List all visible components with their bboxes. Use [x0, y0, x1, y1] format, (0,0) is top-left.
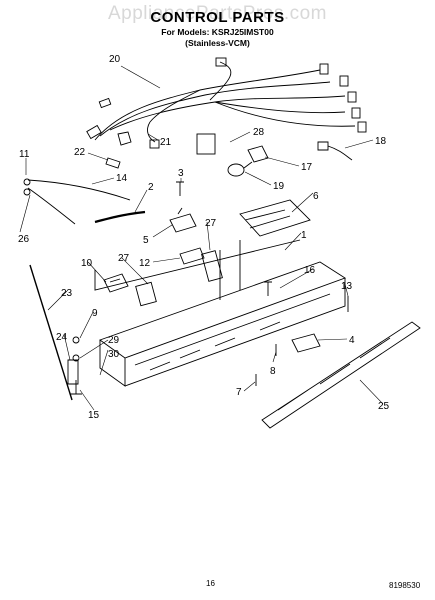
document-number: 8198530	[389, 581, 421, 590]
callout-3: 3	[178, 168, 184, 179]
callout-7: 7	[236, 387, 242, 398]
page-title: CONTROL PARTS	[150, 9, 285, 26]
part-29-drawing	[72, 354, 80, 362]
callout-29: 29	[108, 335, 120, 346]
part-3-drawing	[176, 181, 184, 196]
part-22-drawing	[105, 157, 121, 169]
callout-25: 25	[378, 401, 390, 412]
callout-28: 28	[253, 127, 265, 138]
part-21-drawing	[117, 131, 132, 146]
callout-23: 23	[61, 288, 73, 299]
callout-5: 5	[143, 235, 149, 246]
callout-20: 20	[109, 54, 121, 65]
callout-9: 9	[92, 308, 98, 319]
part-23-drawing	[29, 264, 73, 401]
callout-27-upper: 27	[205, 218, 217, 229]
part-10-drawing	[103, 273, 129, 293]
part-2-drawing	[94, 210, 146, 224]
part-6-drawing	[239, 199, 311, 237]
control-housing-drawing	[94, 239, 347, 387]
part-27-upper-drawing	[201, 250, 223, 282]
callout-4: 4	[349, 335, 355, 346]
part-19-drawing	[227, 163, 245, 177]
callout-15: 15	[88, 410, 100, 421]
part-17-drawing	[247, 145, 269, 163]
callout-16: 16	[304, 265, 316, 276]
part-5-drawing	[169, 207, 197, 233]
part-25-drawing	[261, 321, 421, 429]
callout-19: 19	[273, 181, 285, 192]
part-4-drawing	[291, 333, 321, 353]
callout-2: 2	[148, 182, 154, 193]
callout-6: 6	[313, 191, 319, 202]
page-number: 16	[206, 579, 215, 588]
callout-11: 11	[19, 149, 30, 160]
callout-24: 24	[56, 332, 68, 343]
part-27-lower-drawing	[135, 281, 157, 307]
models-line-1: For Models: KSRJ25IMST00	[161, 27, 274, 37]
callout-22: 22	[74, 147, 86, 158]
callout-1: 1	[301, 230, 307, 241]
callout-8: 8	[270, 366, 276, 377]
callout-26: 26	[18, 234, 30, 245]
models-line-2: (Stainless-VCM)	[185, 38, 250, 48]
part-15-drawing	[70, 380, 82, 395]
part-14-drawing	[27, 179, 131, 201]
part-24-drawing	[67, 359, 79, 385]
wiring-harness-drawing	[86, 57, 367, 149]
callout-12: 12	[139, 258, 151, 269]
callout-17: 17	[301, 162, 313, 173]
callout-21: 21	[160, 137, 172, 148]
part-12-drawing	[179, 247, 205, 265]
part-26-drawing	[27, 187, 76, 225]
callout-14: 14	[116, 173, 128, 184]
part-9-drawing	[72, 336, 80, 344]
watermark-text: AppliancePartsPros.com	[107, 3, 328, 24]
part-16-drawing	[264, 281, 272, 296]
callout-30: 30	[108, 349, 120, 360]
callout-10: 10	[81, 258, 93, 269]
part-28-drawing	[196, 133, 216, 155]
callout-13: 13	[341, 281, 353, 292]
part-18-drawing	[317, 141, 353, 161]
callout-27-lower: 27	[118, 253, 130, 264]
model-info: For Models: KSRJ25IMST00 (Stainless-VCM)	[0, 27, 435, 48]
callout-18: 18	[375, 136, 387, 147]
